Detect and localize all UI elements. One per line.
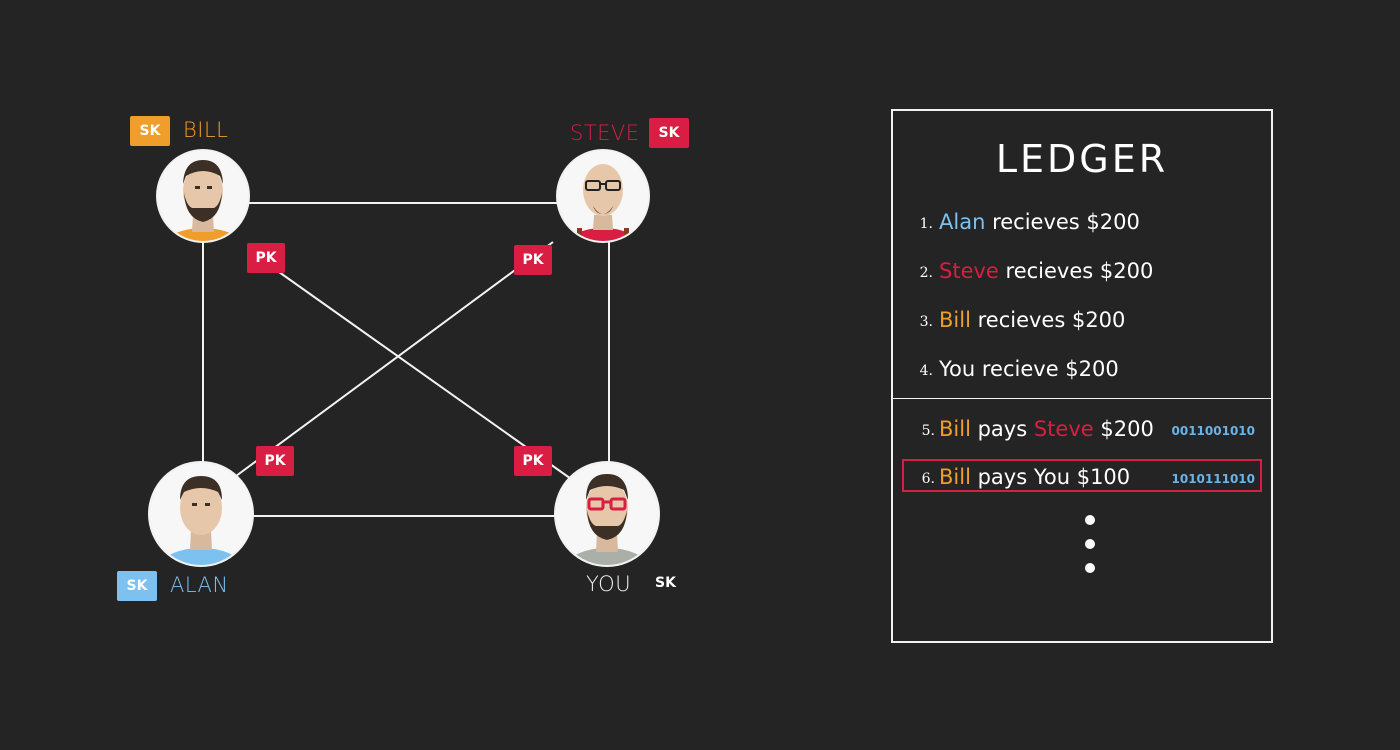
ellipsis-dot: [1085, 539, 1095, 549]
ledger-entry-number: 5.: [921, 423, 935, 439]
ledger-entry-part: recieves $200: [985, 210, 1140, 234]
ledger-title: LEDGER: [995, 137, 1169, 181]
link-steve-alan: [231, 241, 554, 480]
ledger-entry-number: 4.: [919, 363, 933, 379]
steve-avatar: [556, 149, 650, 243]
sk-badge-alan: SK: [117, 571, 157, 601]
ellipsis-dot: [1085, 563, 1095, 573]
ledger-entry-hash: 1010111010: [1171, 472, 1256, 486]
ledger-entry-number: 6.: [921, 471, 935, 487]
ledger-entry: 2. Steve recieves $200: [893, 253, 1271, 293]
ledger-entry-text: Steve recieves $200: [939, 259, 1153, 283]
pk-badge-bill: PK: [247, 243, 285, 273]
you-name: YOU: [586, 572, 632, 596]
ledger-entry-number: 1.: [919, 216, 933, 232]
ledger-entry-part: recieves $200: [998, 259, 1154, 283]
ledger-entry-part: Bill: [939, 417, 971, 441]
ledger-entry-number: 3.: [919, 314, 933, 330]
bill-name: BILL: [183, 118, 229, 142]
pk-badge-steve: PK: [514, 245, 552, 275]
alan-name: ALAN: [170, 573, 229, 597]
ledger-entry-number: 2.: [919, 265, 933, 281]
ledger-entry: 4. You recieve $200: [893, 351, 1271, 391]
ledger-entry-hash: 0011001010: [1171, 424, 1256, 438]
ledger-entry-part: Steve: [939, 259, 999, 283]
network-diagram: [148, 149, 660, 567]
sk-badge-steve: SK: [649, 118, 689, 148]
ledger-entry-part: Steve: [1033, 417, 1094, 441]
steve-name: STEVE: [570, 121, 640, 145]
ledger-entry-part: pays You $100: [970, 465, 1131, 489]
ledger-entry-part: Bill: [939, 308, 971, 332]
link-bill-you: [254, 254, 575, 482]
highlighted-entry-frame: [902, 459, 1262, 492]
ledger-entry-part: Alan: [939, 210, 986, 234]
ledger-divider: [893, 398, 1271, 399]
ledger-entry-text: Alan recieves $200: [939, 210, 1140, 234]
ledger-entry-text: You recieve $200: [939, 357, 1119, 381]
ledger-entry: 5.Bill pays Steve $200 0011001010: [893, 411, 1271, 451]
ledger-entry-text: Bill recieves $200: [939, 308, 1125, 332]
pk-badge-you: PK: [514, 446, 552, 476]
ledger-entry-text: Bill pays You $100: [939, 465, 1130, 489]
ledger-panel: LEDGER 1. Alan recieves $200 2. Steve recie…: [891, 109, 1273, 643]
ledger-entry-text: Bill pays Steve $200: [939, 417, 1154, 441]
sk-badge-bill: SK: [130, 116, 170, 146]
sk-badge-you: SK: [655, 575, 676, 591]
ledger-entry-part: pays: [970, 417, 1034, 441]
ellipsis-dot: [1085, 515, 1095, 525]
ledger-entry-part: You recieve $200: [939, 357, 1119, 381]
ledger-entry: 3. Bill recieves $200: [893, 302, 1271, 342]
ledger-entry-part: $200: [1093, 417, 1154, 441]
ledger-entry-part: recieves $200: [970, 308, 1126, 332]
ledger-entry: 1. Alan recieves $200: [893, 204, 1271, 244]
ledger-entry-part: Bill: [939, 465, 971, 489]
ledger-entry: 6.Bill pays You $100 1010111010: [893, 459, 1271, 499]
pk-badge-alan: PK: [256, 446, 294, 476]
